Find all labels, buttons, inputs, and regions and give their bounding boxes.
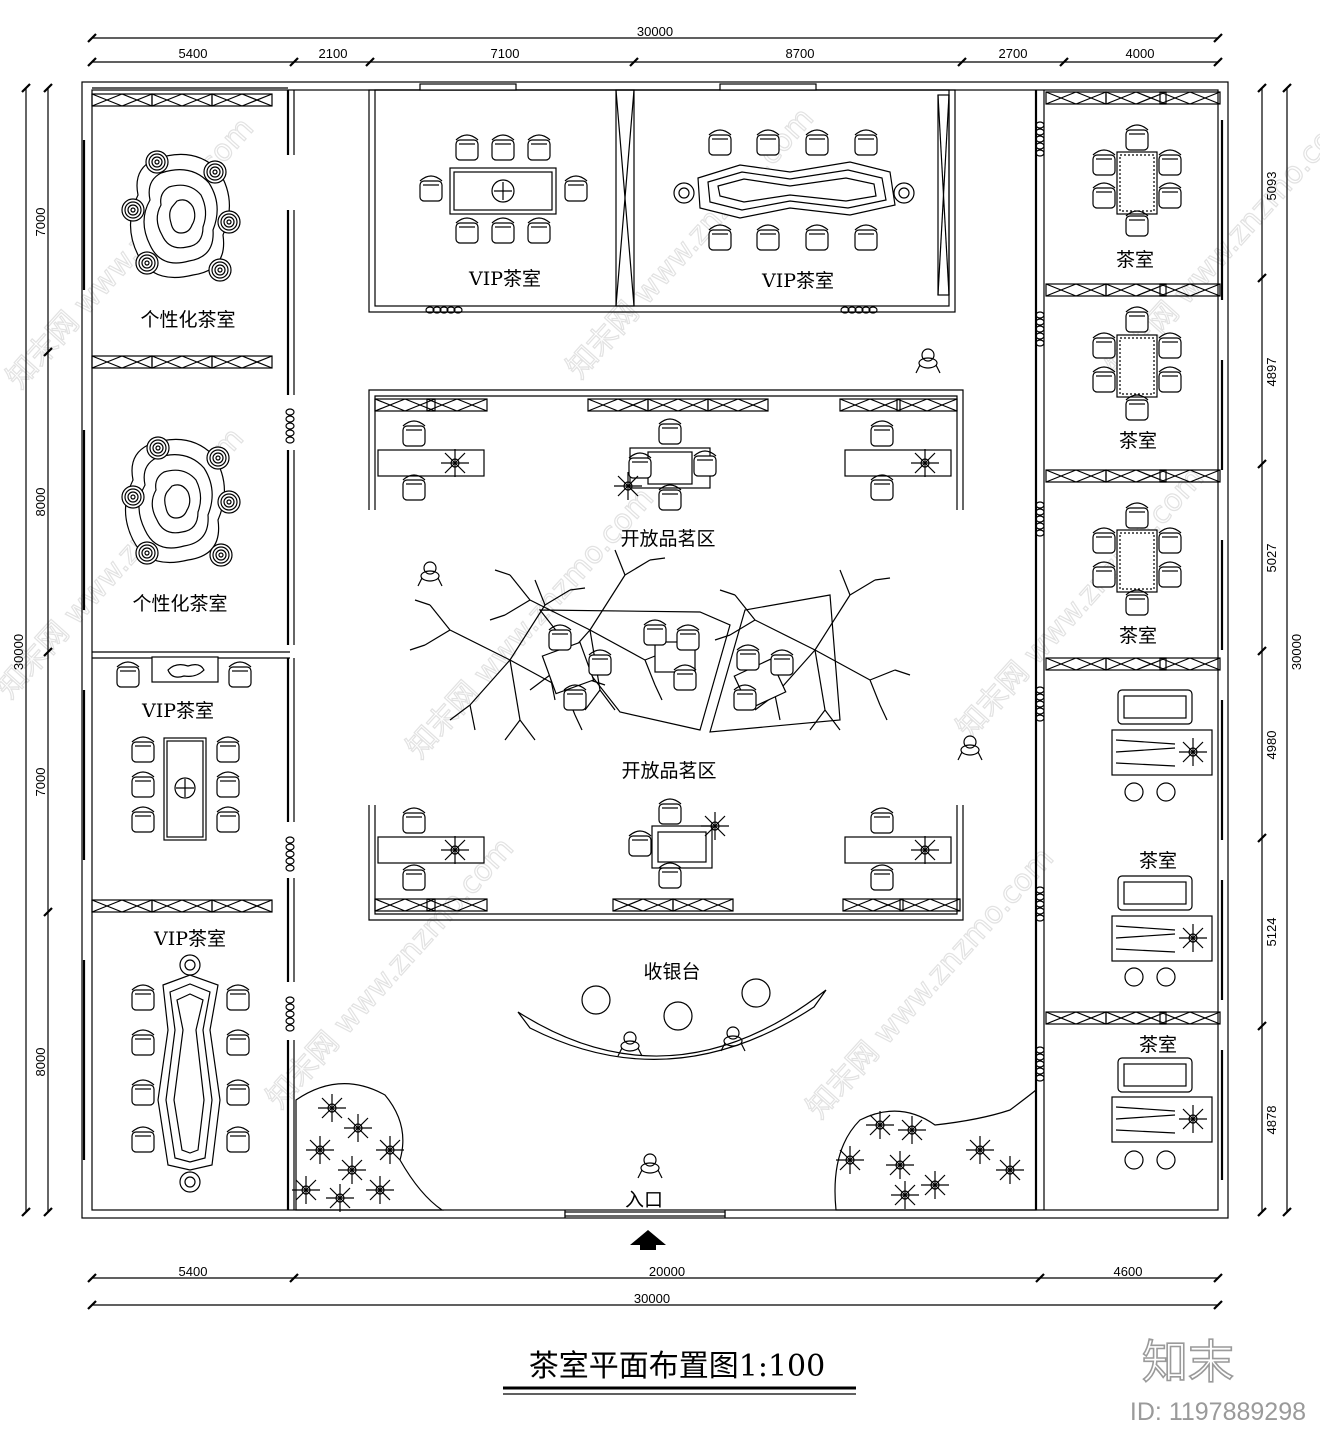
dim-top-segment: 2700 — [999, 46, 1028, 61]
personal-tea-room-1: 个性化茶室 — [121, 150, 241, 331]
tea-room-right-2: 茶室 — [1092, 306, 1182, 452]
dimension-ticks — [21, 33, 1292, 1310]
dim-top-segment: 7100 — [491, 46, 520, 61]
bead-curtain — [1035, 121, 1045, 1082]
garden-left — [291, 1083, 444, 1213]
room-label: 茶室 — [1139, 850, 1177, 872]
room-label: 茶室 — [1116, 249, 1154, 271]
dim-right-segment: 4897 — [1264, 358, 1279, 387]
right-rooms — [1034, 90, 1224, 1210]
watermark-text: 知末网 www.znzmo.com — [400, 481, 661, 765]
tea-room-right-5: 茶室 — [1111, 850, 1213, 987]
room-label: VIP茶室 — [468, 268, 541, 290]
dim-right-segment: 4980 — [1264, 731, 1279, 760]
dim-left-overall: 30000 — [11, 634, 26, 670]
dim-right-segment: 5093 — [1264, 172, 1279, 201]
open-tea-area-center: 开放品茗区 — [409, 549, 911, 782]
dim-bottom-segment: 5400 — [179, 1264, 208, 1279]
watermark-text: 知末网 www.znzmo.com — [800, 841, 1061, 1125]
left-rooms — [82, 87, 295, 1210]
garden-right — [834, 1088, 1037, 1211]
room-label: 茶室 — [1119, 625, 1157, 647]
brand-logo: 知末 — [1142, 1335, 1234, 1389]
top-vip-walls — [368, 83, 956, 314]
room-label: VIP茶室 — [141, 700, 214, 722]
cashier-label: 收银台 — [643, 961, 700, 983]
dimension-labels: 30000 5400 2100 7100 8700 2700 4000 5400… — [11, 24, 1304, 1306]
room-label: 茶室 — [1119, 430, 1157, 452]
dim-top-segment: 2100 — [319, 46, 348, 61]
vip-room-left-1: VIP茶室 — [116, 656, 252, 841]
watermark-text: 知末网 www.znzmo.com — [260, 831, 521, 1115]
vip-room-left-2: VIP茶室 — [131, 928, 250, 1193]
dim-right-overall: 30000 — [1289, 634, 1304, 670]
room-label: VIP茶室 — [761, 270, 834, 292]
room-label: 开放品茗区 — [620, 528, 715, 550]
entrance-label: 入口 — [625, 1189, 663, 1211]
tea-room-right-3: 茶室 — [1092, 502, 1182, 647]
dim-left-segment: 7000 — [33, 208, 48, 237]
tea-room-right-6: 茶室 — [1111, 1034, 1213, 1170]
cashier-counter: 收银台 — [517, 961, 827, 1061]
dim-left-segment: 7000 — [33, 768, 48, 797]
dim-bottom-overall: 30000 — [634, 1291, 670, 1306]
room-label: 个性化茶室 — [132, 593, 227, 615]
watermark-text: 知末网 www.znzmo.com — [560, 101, 821, 385]
dim-top-overall: 30000 — [637, 24, 673, 39]
dim-bottom-segment: 20000 — [649, 1264, 685, 1279]
dim-right-segment: 5027 — [1264, 544, 1279, 573]
room-label: VIP茶室 — [153, 928, 226, 950]
dim-bottom-segment: 4600 — [1114, 1264, 1143, 1279]
entrance-arrow-icon — [630, 1230, 666, 1250]
dim-right-segment: 5124 — [1264, 918, 1279, 947]
dim-top-segment: 4000 — [1126, 46, 1155, 61]
open-tea-area-top: 开放品茗区 — [368, 389, 964, 550]
room-label: 茶室 — [1139, 1034, 1177, 1056]
drawing-title-block: 茶室平面布置图1:100 — [503, 1349, 856, 1395]
dim-right-segment: 4878 — [1264, 1106, 1279, 1135]
dim-top-segment: 5400 — [179, 46, 208, 61]
drawing-title: 茶室平面布置图1:100 — [529, 1349, 825, 1384]
open-tea-area-bottom — [368, 798, 964, 921]
tea-room-right-4 — [1111, 689, 1213, 802]
room-label: 个性化茶室 — [140, 309, 235, 331]
dim-top-segment: 8700 — [786, 46, 815, 61]
personal-tea-room-2: 个性化茶室 — [121, 436, 241, 615]
image-id: ID: 1197889298 — [1130, 1398, 1306, 1426]
room-label: 开放品茗区 — [621, 760, 716, 782]
dim-left-segment: 8000 — [33, 488, 48, 517]
vip-room-top-1: VIP茶室 — [419, 134, 588, 290]
tea-room-right-1: 茶室 — [1092, 124, 1182, 271]
vip-room-top-2: VIP茶室 — [673, 129, 915, 292]
entrance: 入口 — [625, 1153, 666, 1250]
dim-left-segment: 8000 — [33, 1048, 48, 1077]
